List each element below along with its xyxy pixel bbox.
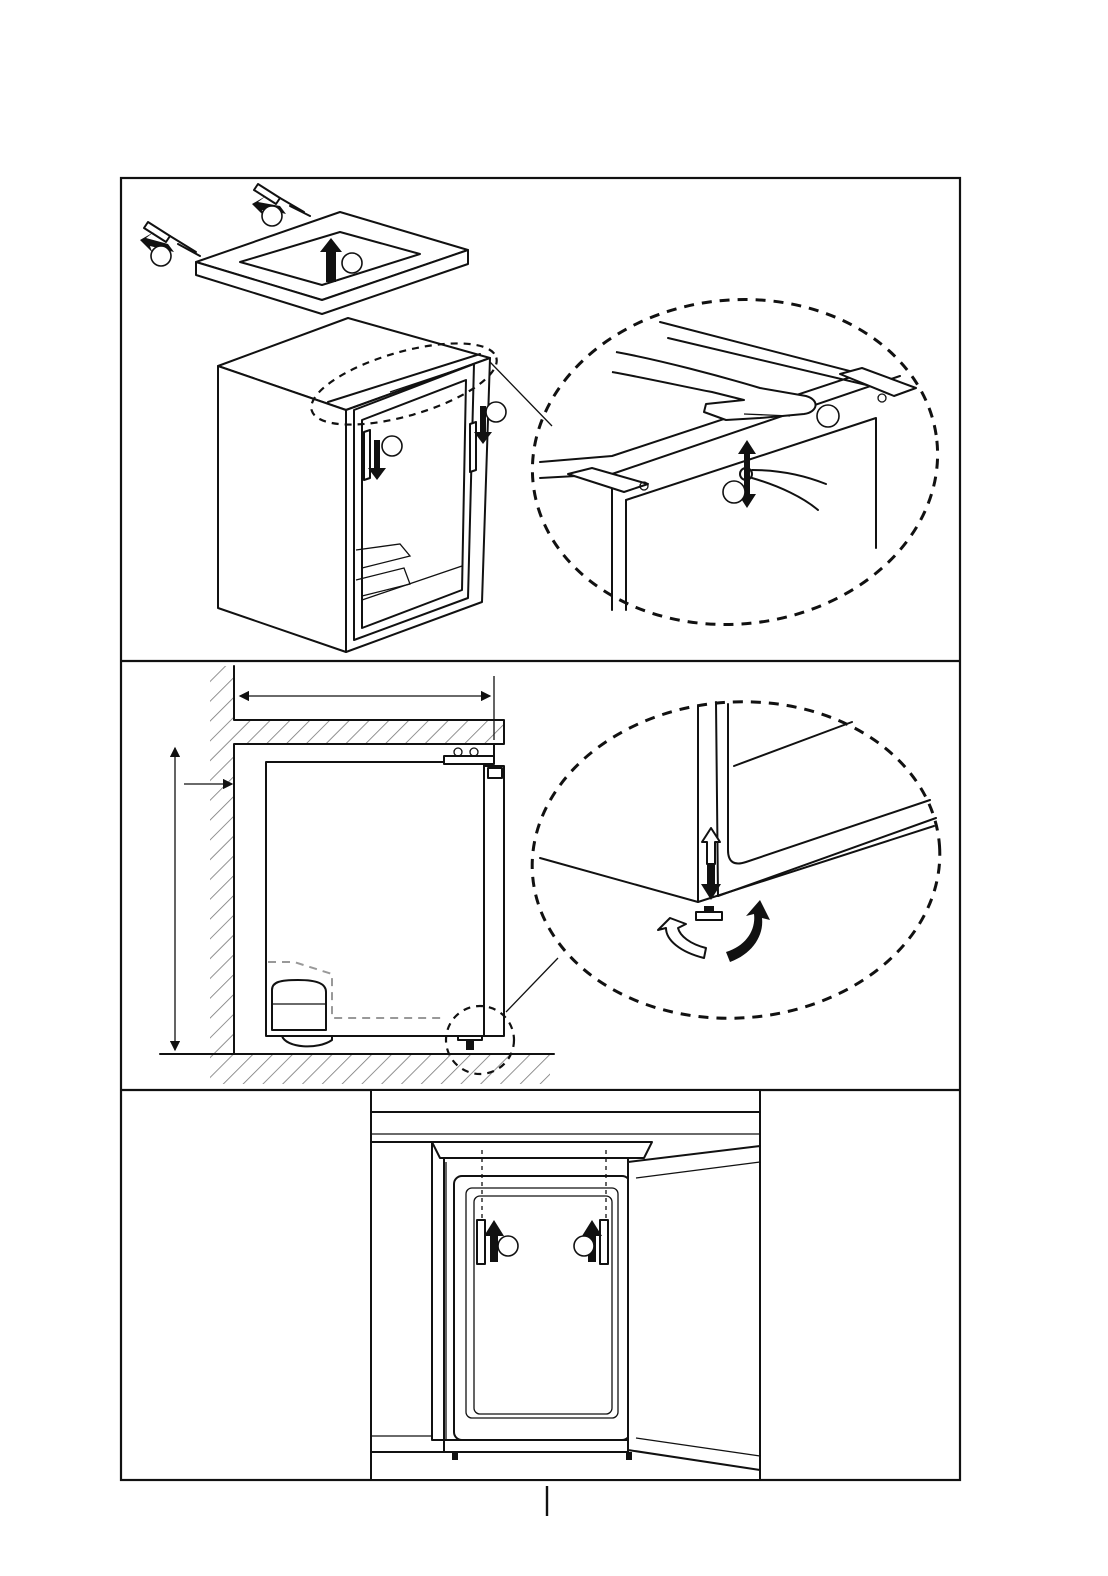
worktop-hatch — [234, 720, 504, 744]
screwdriver-icon — [477, 1220, 485, 1264]
step-callout-circle — [574, 1236, 594, 1256]
panel-1-remove-worktop — [140, 184, 954, 652]
zoom-detail-bracket — [516, 280, 954, 645]
step-callout-circle — [723, 481, 745, 503]
panel-2-install-dimensions — [160, 666, 951, 1084]
appliance-front-view — [444, 1146, 760, 1470]
appliance-side-view — [266, 744, 504, 1050]
wall-hatch — [210, 666, 234, 1054]
step-callout-circle — [342, 253, 362, 273]
floor-hatch — [210, 1054, 550, 1084]
step-callout-circle — [151, 246, 171, 266]
step-callout-circle — [262, 206, 282, 226]
screwdriver-icon — [600, 1220, 608, 1264]
step-callout-circle — [382, 436, 402, 456]
step-callout-circle — [817, 405, 839, 427]
step-callout-circle — [498, 1236, 518, 1256]
panel-3-fix-screws — [371, 1090, 760, 1480]
detail-leader-line — [506, 958, 558, 1012]
rotate-right-arrow-icon — [726, 900, 770, 962]
rotate-left-arrow-icon — [658, 918, 706, 958]
step-callout-circle — [486, 402, 506, 422]
foot-zoom-detail — [521, 688, 950, 1032]
